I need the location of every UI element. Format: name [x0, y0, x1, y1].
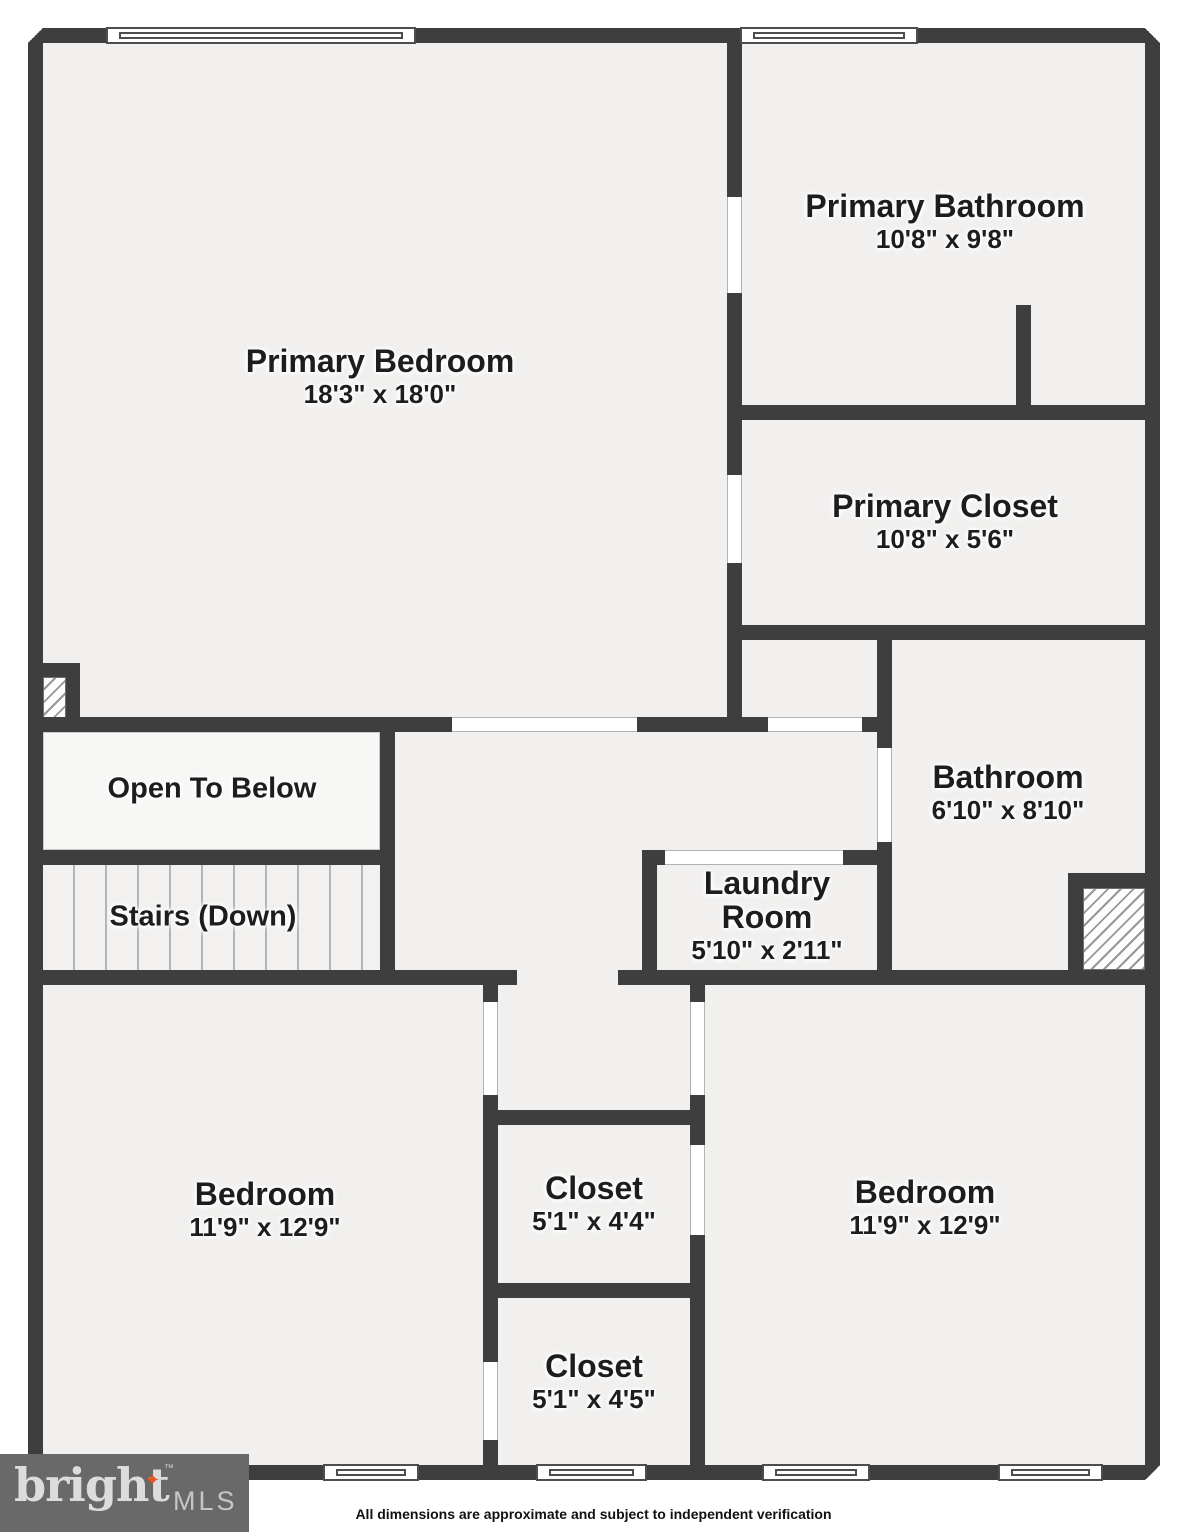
wall-closet-west [483, 985, 498, 1465]
corner-bevel [1145, 28, 1160, 43]
wall-exterior-left [28, 28, 43, 1480]
stairs-treads [43, 865, 380, 970]
room-label-primary-bedroom: Primary Bedroom 18'3" x 18'0" [246, 344, 515, 410]
open-to-below-area [43, 732, 380, 850]
window-pane [753, 32, 905, 39]
window-pane [336, 1469, 406, 1476]
room-dims: 6'10" x 8'10" [931, 795, 1085, 825]
room-name: Primary Closet [832, 488, 1058, 524]
star-icon: ✦ [145, 1470, 161, 1490]
room-dims: 10'8" x 5'6" [875, 524, 1015, 554]
door-bedroom-right [690, 1002, 705, 1095]
room-label-bathroom: Bathroom 6'10" x 8'10" [932, 760, 1085, 826]
window [323, 1464, 419, 1481]
wall-lower-main-east [618, 970, 1160, 985]
wall-chimney-north [28, 663, 80, 677]
room-dims: 10'8" x 9'8" [875, 224, 1015, 254]
room-name: Primary Bathroom [805, 188, 1085, 224]
door-closet-lower [483, 1362, 498, 1440]
room-dims: 5'1" x 4'4" [532, 1206, 656, 1236]
window-pane [119, 32, 403, 39]
room-name: Laundry [703, 865, 831, 901]
room-dims: 5'1" x 4'5" [532, 1384, 656, 1414]
window-pane [549, 1469, 634, 1476]
door-closet-upper [690, 1145, 705, 1235]
window [998, 1464, 1103, 1481]
wall-closet-divider [483, 1283, 705, 1298]
door-bedroom-left [483, 1002, 498, 1095]
room-label-laundry: Laundry Room 5'10" x 2'11" [691, 866, 842, 966]
shaft-hatch [1083, 888, 1145, 970]
room-name: Room [721, 899, 813, 935]
window [536, 1464, 647, 1481]
door-hall-nook [768, 717, 862, 732]
door-primary-bathroom [727, 197, 742, 293]
wall-primary-bathroom-south [742, 405, 1160, 420]
room-label-primary-bathroom: Primary Bathroom 10'8" x 9'8" [805, 189, 1084, 255]
room-dims: 18'3" x 18'0" [303, 379, 457, 409]
wall-laundry-west [642, 850, 657, 985]
wall-closet-upper-north [498, 1110, 690, 1125]
window [762, 1464, 870, 1481]
window-pane [1011, 1469, 1090, 1476]
trademark-symbol: ™ [164, 1463, 174, 1474]
room-dims: 11'9" x 12'9" [189, 1212, 341, 1242]
wall-shaft-west [1068, 873, 1083, 985]
opening-primary-bedroom [452, 717, 637, 732]
wall-primary-closet-south [727, 625, 1160, 640]
logo-suffix-text: MLS [173, 1486, 238, 1516]
wall-exterior-right [1145, 28, 1160, 1480]
logo-brand-text: bright [14, 1458, 170, 1512]
room-dims: 5'10" x 2'11" [691, 935, 843, 965]
room-name: Bathroom [932, 759, 1084, 795]
wall-lower-main-west [28, 970, 517, 985]
window [740, 27, 918, 44]
brightmls-logo: bright ✦ ™ MLS [0, 1454, 249, 1532]
room-label-bedroom-left: Bedroom 11'9" x 12'9" [189, 1177, 340, 1243]
wall-shaft-north [1068, 873, 1160, 888]
room-name: Bedroom [194, 1176, 336, 1212]
room-name: Closet [545, 1348, 643, 1384]
room-name: Closet [545, 1170, 643, 1206]
window-pane [775, 1469, 857, 1476]
door-laundry [665, 850, 843, 865]
room-label-closet-upper: Closet 5'1" x 4'4" [532, 1171, 656, 1237]
room-label-bedroom-right: Bedroom 11'9" x 12'9" [849, 1175, 1000, 1241]
area-name: Stairs (Down) [109, 900, 297, 933]
wall-open-to-below-south [28, 850, 395, 865]
wall-chimney-east [66, 663, 80, 732]
corner-bevel [1145, 1465, 1160, 1480]
room-dims: 11'9" x 12'9" [849, 1210, 1001, 1240]
area-name: Open To Below [107, 772, 317, 805]
door-primary-closet [727, 475, 742, 563]
room-label-closet-lower: Closet 5'1" x 4'5" [532, 1349, 656, 1415]
label-open-to-below: Open To Below [108, 773, 317, 806]
corner-bevel [28, 28, 43, 43]
disclaimer-text: All dimensions are approximate and subje… [355, 1506, 832, 1522]
room-label-primary-closet: Primary Closet 10'8" x 5'6" [832, 489, 1058, 555]
room-name: Bedroom [854, 1174, 996, 1210]
door-bathroom [877, 748, 892, 842]
label-stairs: Stairs (Down) [110, 901, 297, 934]
window [106, 27, 416, 44]
room-name: Primary Bedroom [245, 343, 515, 379]
wall-primary-bathroom-stub [1016, 305, 1031, 420]
